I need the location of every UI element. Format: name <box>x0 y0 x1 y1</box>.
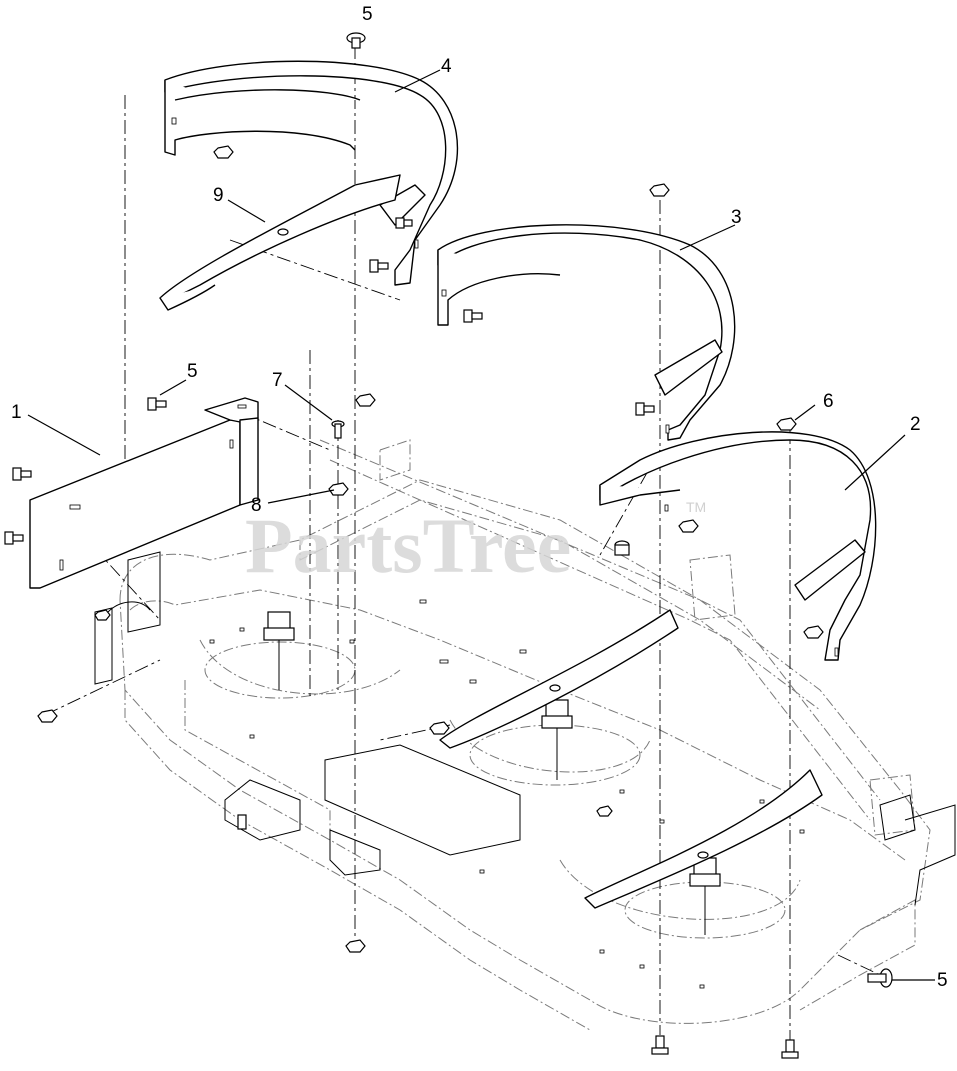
nut-center <box>429 721 450 735</box>
nut-shield-2 <box>678 519 699 533</box>
blade-right <box>584 769 823 909</box>
bolt-shield-4-a <box>395 217 413 229</box>
callout-5-left: 5 <box>187 361 198 382</box>
deck-holes <box>209 599 805 989</box>
bolt-bottom-2 <box>781 1039 799 1059</box>
bolt-shield-4-b <box>369 259 389 273</box>
nut-upper-frame <box>355 393 376 407</box>
callout-1: 1 <box>11 402 22 423</box>
side-plate <box>29 397 259 589</box>
nut-8 <box>328 482 349 496</box>
bolt-shield-2 <box>614 540 630 556</box>
hardware <box>4 32 893 1059</box>
nut-deck-2 <box>94 609 111 621</box>
bolt-left <box>147 397 167 411</box>
bolt-side-2 <box>4 531 24 545</box>
nut-shield-2-right <box>803 625 824 639</box>
spindle-center <box>541 699 573 780</box>
carriage-bolt-bottom <box>867 968 893 988</box>
callout-2: 2 <box>910 414 921 435</box>
nut-deck-1 <box>596 805 613 817</box>
spindle-right <box>689 857 721 935</box>
blade-9 <box>159 174 401 311</box>
callout-4: 4 <box>441 56 452 77</box>
assembly-centerlines <box>44 45 881 1040</box>
callout-8: 8 <box>251 495 262 516</box>
blade-center <box>439 609 679 749</box>
watermark: PartsTree TM <box>245 499 706 589</box>
blade-shield-3 <box>437 224 736 441</box>
bolt-7 <box>331 420 345 439</box>
watermark-trademark: TM <box>686 499 706 515</box>
nut-shield-4 <box>213 145 234 159</box>
leader-lines <box>27 69 935 981</box>
watermark-text: PartsTree <box>245 502 571 589</box>
callout-7: 7 <box>272 370 283 391</box>
bolt-side-1 <box>12 467 32 481</box>
nut-top-center <box>649 183 670 197</box>
blade-shield-4 <box>164 60 459 286</box>
callout-numbers: 1 2 3 4 5 5 5 6 7 8 9 <box>11 4 948 991</box>
bolt-shield-3-b <box>635 402 655 416</box>
callout-3: 3 <box>731 207 742 228</box>
nut-bottom-left <box>345 939 366 953</box>
callout-5-bottom: 5 <box>937 970 948 991</box>
nut-6 <box>776 417 797 431</box>
callout-5-top: 5 <box>362 4 373 25</box>
bolt-shield-3 <box>463 309 483 323</box>
blade-shield-2 <box>599 431 877 661</box>
nut-left-bottom <box>37 709 58 723</box>
stud-deck <box>237 814 247 830</box>
spindle-left <box>263 611 295 690</box>
callout-6: 6 <box>823 391 834 412</box>
callout-9: 9 <box>213 185 224 206</box>
bolt-bottom-1 <box>651 1035 669 1055</box>
carriage-bolt-top <box>346 32 366 49</box>
